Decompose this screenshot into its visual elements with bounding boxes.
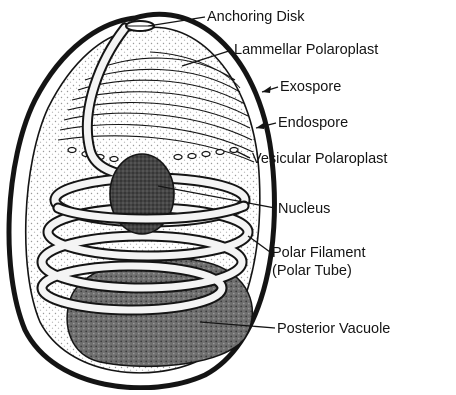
label-exospore: Exospore [280,79,341,95]
label-polar-tube: (Polar Tube) [272,263,352,279]
label-posterior-vacuole: Posterior Vacuole [277,321,390,337]
label-lamellar-polaroplast: Lammellar Polaroplast [234,42,378,58]
label-vesicular-polaroplast: Vesicular Polaroplast [252,151,387,167]
label-nucleus: Nucleus [278,201,330,217]
label-anchoring-disk: Anchoring Disk [207,9,305,25]
label-polar-filament: Polar Filament [272,245,365,261]
label-endospore: Endospore [278,115,348,131]
